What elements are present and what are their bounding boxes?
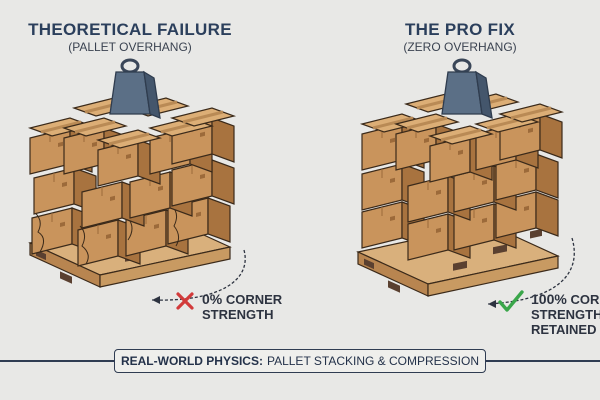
footer-rule-right (486, 360, 600, 362)
right-note-line2: STRENGTH (531, 307, 600, 322)
right-weight-icon (440, 58, 494, 120)
left-note-line1: CORNER (225, 292, 283, 307)
right-subtitle: (ZERO OVERHANG) (403, 40, 517, 54)
right-title: THE PRO FIX (404, 20, 516, 39)
footer-rule-left (0, 360, 114, 362)
right-note-line1: CORNER (570, 292, 600, 307)
left-strength-note: 0% CORNER STRENGTH (202, 291, 312, 323)
footer-banner: REAL-WORLD PHYSICS: PALLET STACKING & CO… (114, 349, 486, 373)
left-note-line2: STRENGTH (202, 307, 274, 322)
right-note-line3: RETAINED (531, 322, 597, 337)
left-title: THEORETICAL FAILURE (28, 20, 232, 39)
right-note-percent: 100% (531, 292, 567, 307)
footer-banner-text: PALLET STACKING & COMPRESSION (266, 354, 480, 368)
check-icon (498, 290, 524, 312)
left-note-percent: 0% (202, 291, 223, 307)
x-icon (176, 292, 194, 310)
right-curved-arrow (487, 237, 575, 305)
left-subtitle: (PALLET OVERHANG) (68, 40, 192, 54)
left-weight-icon (108, 58, 162, 120)
right-strength-note: 100% CORNER STRENGTH RETAINED (531, 292, 600, 337)
left-boxes (28, 96, 236, 267)
left-stack (28, 58, 246, 304)
right-stack (357, 58, 575, 308)
footer-banner-bold: REAL-WORLD PHYSICS: (120, 354, 263, 368)
